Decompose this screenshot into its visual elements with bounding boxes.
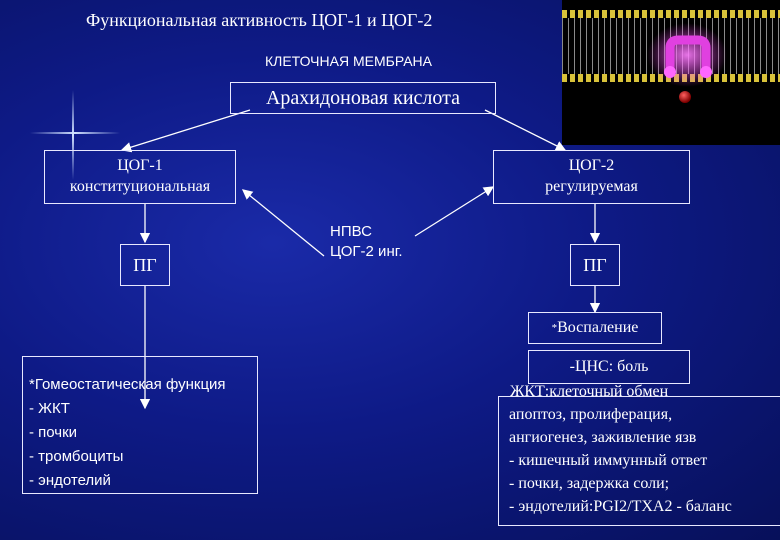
nsaid-line1: НПВС (330, 223, 372, 240)
pg-left-box: ПГ (120, 244, 170, 286)
arrow-nsaid-to-cox2 (414, 186, 495, 237)
membrane-illustration (562, 0, 780, 145)
homeostasis-item-endothelium: - эндотелий (29, 472, 111, 489)
right-item-kidneys: - почки, задержка соли; (509, 475, 670, 492)
page-title: Функциональная активность ЦОГ-1 и ЦОГ-2 (86, 10, 433, 30)
right-item-immune: - кишечный иммунный ответ (509, 452, 708, 469)
homeostasis-item-platelets: - тромбоциты (29, 448, 124, 465)
cox1-box: ЦОГ-1 конституциональная (44, 150, 236, 204)
cox1-title: ЦОГ-1 (117, 157, 163, 174)
homeostasis-item-kidneys: - почки (29, 424, 78, 441)
inflammation-label: Воспаление (557, 319, 639, 336)
nsaid-line2: ЦОГ-2 инг. (330, 243, 403, 260)
homeostasis-title: *Гомеостатическая функция (29, 376, 226, 393)
light-flare-vertical (72, 90, 74, 180)
gi-metabolism-label: ЖКТ:клеточный обмен (510, 383, 669, 400)
nsaid-label: НПВС ЦОГ-2 инг. (330, 222, 403, 262)
light-flare-horizontal (30, 132, 120, 134)
arrow-aa-to-cox1 (120, 109, 251, 153)
membrane-label: КЛЕТОЧНАЯ МЕМБРАНА (265, 53, 433, 69)
homeostasis-item-gi: - ЖКТ (29, 400, 70, 417)
right-item-endothelium: - эндотелий:PGI2/TXA2 - баланс (509, 498, 732, 515)
arachidonic-acid-box: Арахидоновая кислота (230, 82, 496, 114)
cox2-subtitle: регулируемая (545, 178, 638, 195)
regulated-effects-box: апоптоз, пролиферация, ангиогенез, зажив… (498, 396, 780, 526)
homeostasis-box: *Гомеостатическая функция - ЖКТ - почки … (22, 356, 258, 494)
inflammation-box: *Воспаление (528, 312, 662, 344)
cox2-box: ЦОГ-2 регулируемая (493, 150, 690, 204)
cns-pain-box: -ЦНС: боль (528, 350, 690, 384)
lipid-heads-top (562, 10, 780, 18)
cox-protein-icon (647, 23, 727, 103)
right-item-apoptosis: апоптоз, пролиферация, (509, 406, 673, 423)
cox1-subtitle: конституциональная (69, 178, 211, 195)
right-item-angiogenesis: ангиогенез, заживление язв (509, 429, 697, 446)
inflammation-marker: * (551, 322, 558, 334)
cox2-title: ЦОГ-2 (568, 157, 615, 174)
arrow-nsaid-to-cox1 (241, 189, 325, 257)
arrow-aa-to-cox2 (484, 109, 567, 151)
pg-right-box: ПГ (570, 244, 620, 286)
